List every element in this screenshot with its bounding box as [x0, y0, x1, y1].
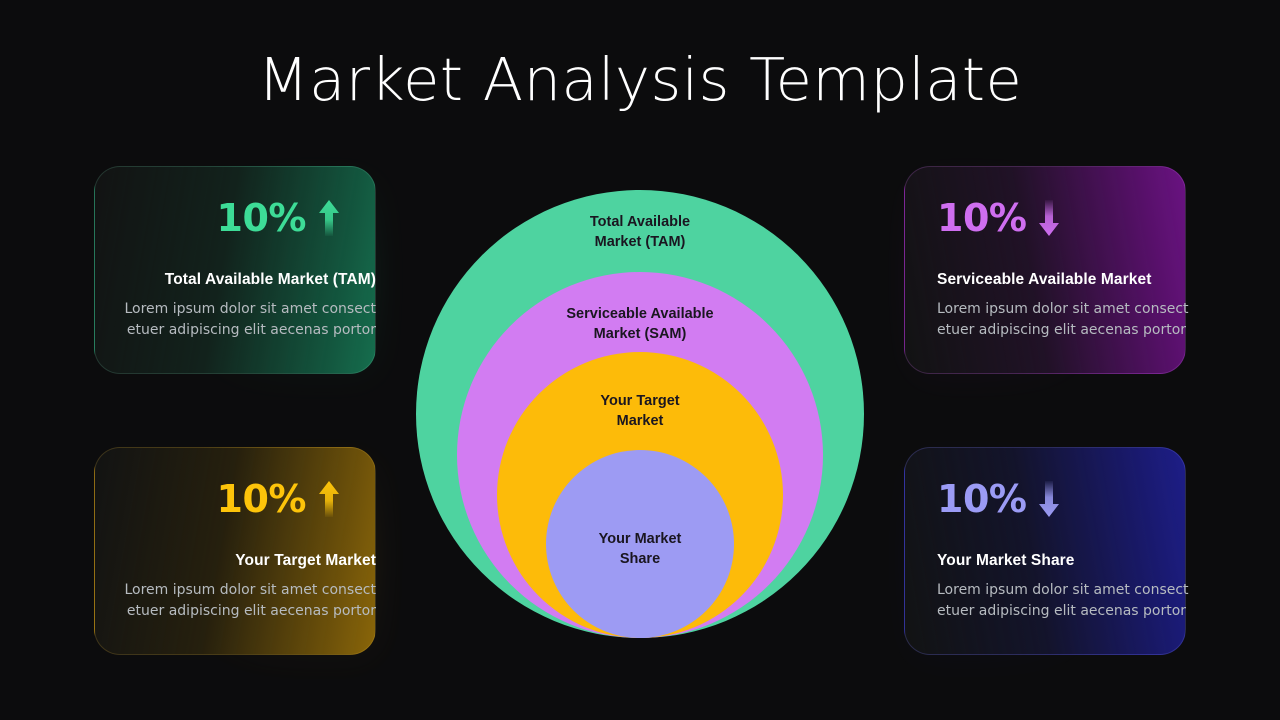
page-title: Market Analysis Template — [257, 45, 1023, 114]
card-title: Your Market Share — [937, 552, 1075, 569]
card-surface — [904, 166, 1186, 374]
card-surface — [904, 447, 1186, 655]
stat-row: 10% — [904, 194, 1186, 242]
circle-your-market-share[interactable] — [546, 450, 734, 638]
arrow-up-icon — [319, 481, 339, 517]
stat-row: 10% — [94, 194, 376, 242]
stat-row: 10% — [904, 475, 1186, 523]
card-body-line-1: Lorem ipsum dolor sit amet consect — [124, 301, 376, 317]
card-content: 10% Total Available Market (TAM) Lorem i… — [94, 194, 376, 374]
card-body-line-2: etuer adipiscing elit aecenas portor — [937, 322, 1187, 338]
nested-market-circles-diagram: Total Available Market (TAM) Serviceable… — [416, 190, 864, 638]
stat-value: 10% — [937, 196, 1027, 240]
stat-row: 10% — [94, 475, 376, 523]
card-title: Your Target Market — [235, 552, 376, 569]
card-body-line-2: etuer adipiscing elit aecenas portor — [937, 603, 1187, 619]
arrow-down-icon — [1039, 481, 1060, 517]
card-your-target-market[interactable]: 10% Your Target Market Lorem ipsum dolor… — [94, 447, 380, 665]
circle-label-sam: Serviceable Available Market (SAM) — [566, 306, 714, 342]
card-content: 10% Your Market Share Lorem ipsum dolor … — [904, 475, 1189, 655]
stat-value: 10% — [216, 196, 307, 240]
card-body-line-2: etuer adipiscing elit aecenas portor — [126, 322, 376, 338]
card-your-market-share[interactable]: 10% Your Market Share Lorem ipsum dolor … — [904, 447, 1190, 665]
card-title: Serviceable Available Market — [937, 271, 1152, 288]
stat-value: 10% — [216, 477, 307, 521]
arrow-up-icon — [319, 200, 339, 236]
card-body-line-1: Lorem ipsum dolor sit amet consect — [937, 301, 1189, 317]
circle-label-tam: Total Available Market (TAM) — [589, 214, 691, 250]
card-serviceable-available-market[interactable]: 10% Serviceable Available Market Lorem i… — [904, 166, 1190, 384]
stat-value: 10% — [937, 477, 1027, 521]
circle-label-target: Your Target Market — [600, 393, 680, 429]
arrow-down-icon — [1039, 200, 1060, 236]
card-body-line-1: Lorem ipsum dolor sit amet consect — [124, 582, 376, 598]
card-body-line-1: Lorem ipsum dolor sit amet consect — [937, 582, 1189, 598]
card-content: 10% Serviceable Available Market Lorem i… — [904, 194, 1189, 374]
card-body-line-2: etuer adipiscing elit aecenas portor — [126, 603, 376, 619]
card-title: Total Available Market (TAM) — [164, 271, 376, 288]
circle-label-share: Your Market Share — [598, 531, 682, 567]
card-total-available-market[interactable]: 10% Total Available Market (TAM) Lorem i… — [94, 166, 380, 384]
card-content: 10% Your Target Market Lorem ipsum dolor… — [94, 475, 376, 655]
